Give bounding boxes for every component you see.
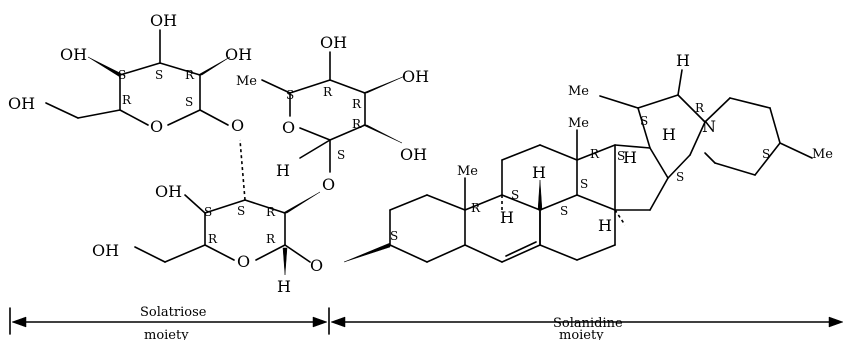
stereo-r: R bbox=[590, 147, 600, 161]
label-oh-upper-right: OH bbox=[225, 45, 252, 64]
label-h-lower: H bbox=[277, 277, 291, 296]
atom-labels: OH OH OH OH O O Me OH OH OH O H O OH OH … bbox=[8, 11, 833, 296]
label-o-glycoside: O bbox=[310, 256, 323, 275]
solanidine-moiety-label: moiety bbox=[559, 328, 604, 340]
stereo-r: R bbox=[695, 101, 705, 115]
stereo-r: R bbox=[266, 205, 276, 219]
stereo-s: S bbox=[762, 147, 770, 161]
stereo-r: R bbox=[122, 93, 132, 107]
stereo-r: R bbox=[352, 97, 362, 111]
stereo-s: S bbox=[617, 149, 625, 163]
label-oh-lower-left: OH bbox=[92, 241, 119, 260]
label-n: N bbox=[702, 117, 716, 136]
label-oh-top: OH bbox=[150, 11, 177, 30]
label-o-ring-top: O bbox=[150, 117, 163, 136]
label-o-ring-lower: O bbox=[237, 252, 250, 271]
solatriose-moiety-label: moiety bbox=[144, 328, 189, 340]
label-h-c14: H bbox=[598, 216, 612, 235]
stereo-s: S bbox=[580, 177, 588, 191]
stereo-s: S bbox=[185, 95, 193, 109]
label-oh-left: OH bbox=[8, 94, 35, 113]
label-oh-middle-right: OH bbox=[402, 67, 429, 86]
label-h-c22: H bbox=[676, 51, 690, 70]
stereo-r: R bbox=[185, 68, 195, 82]
label-me-sugar: Me bbox=[236, 74, 257, 89]
stereo-s: S bbox=[286, 88, 294, 102]
label-oh-middle-top: OH bbox=[320, 33, 347, 52]
moiety-brackets bbox=[9, 307, 844, 335]
label-o-link-top: O bbox=[231, 116, 244, 135]
stereo-descriptors: S S R R S S R R R S S S R R R S R S S S … bbox=[118, 68, 770, 246]
stereo-r: R bbox=[323, 85, 333, 99]
label-me-c20: Me bbox=[568, 84, 589, 99]
stereo-r: R bbox=[352, 117, 362, 131]
solatriose-label: Solatriose bbox=[140, 305, 207, 320]
label-oh-lower: OH bbox=[155, 182, 182, 201]
solanidine-label: Solanidine bbox=[553, 316, 623, 331]
stereo-s: S bbox=[676, 170, 684, 184]
label-h-c16: H bbox=[662, 125, 676, 144]
label-me-c25: Me bbox=[812, 147, 833, 162]
stereo-s: S bbox=[390, 229, 398, 243]
stereo-r: R bbox=[266, 232, 276, 246]
label-oh-middle-lower: OH bbox=[400, 145, 427, 164]
sugar-ring-lower bbox=[134, 139, 321, 276]
label-o-ring-middle: O bbox=[282, 118, 295, 137]
label-o-link-middle: O bbox=[322, 175, 335, 194]
label-h-c8: H bbox=[532, 163, 546, 182]
label-oh-upper-left: OH bbox=[60, 45, 87, 64]
sugar-ring-middle bbox=[261, 51, 406, 173]
stereo-s: S bbox=[337, 148, 345, 162]
stereo-s: S bbox=[204, 205, 212, 219]
steroid-rings bbox=[343, 69, 813, 263]
stereo-s: S bbox=[118, 68, 126, 82]
label-h-middle: H bbox=[276, 161, 290, 180]
stereo-s: S bbox=[640, 114, 648, 128]
stereo-s: S bbox=[511, 188, 519, 202]
label-h-c17: H bbox=[623, 148, 637, 167]
stereo-r: R bbox=[208, 232, 218, 246]
stereo-r: R bbox=[471, 201, 481, 215]
stereo-s: S bbox=[560, 204, 568, 218]
stereo-s: S bbox=[155, 68, 163, 82]
sugar-ring-top bbox=[45, 29, 231, 126]
label-h-c9: H bbox=[500, 208, 514, 227]
label-me-c13: Me bbox=[568, 116, 589, 131]
stereo-s: S bbox=[237, 204, 245, 218]
label-me-c10: Me bbox=[457, 164, 478, 179]
